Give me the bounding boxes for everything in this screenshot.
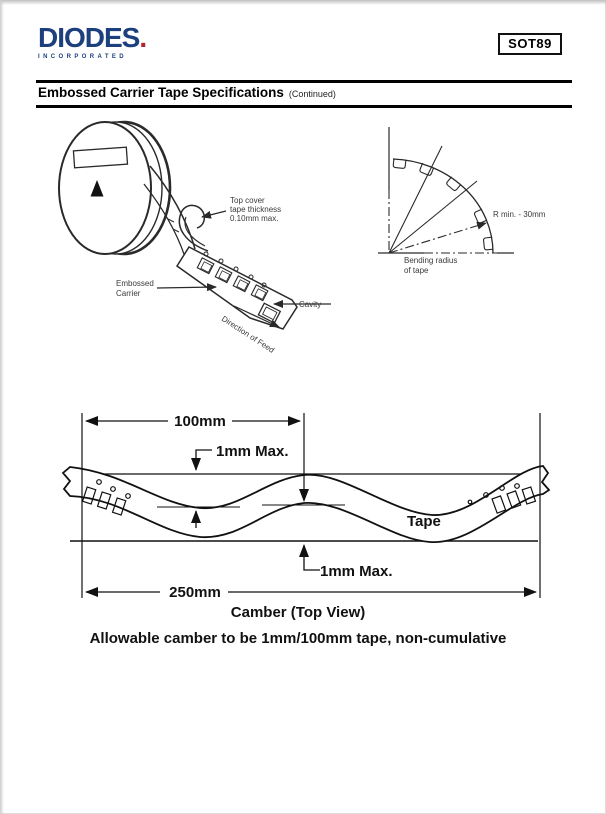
diodes-logo-dot: . (139, 22, 148, 53)
camber-note: Allowable camber to be 1mm/100mm tape, n… (90, 630, 507, 647)
max-bottom-leader (299, 544, 320, 571)
section-title-text: Embossed Carrier Tape Specifications (38, 85, 284, 100)
dim-100-label: 100mm (174, 413, 226, 430)
camber-tape-band (61, 465, 551, 543)
top-cover-label-3: 0.10mm max. (230, 214, 278, 223)
tape-label: Tape (407, 513, 441, 530)
camber-caption: Camber (Top View) (231, 604, 365, 621)
direction-arrow (233, 305, 280, 328)
section-title-continued: (Continued) (288, 89, 336, 99)
tape-tick-2 (172, 228, 180, 233)
camber-pockets-right (467, 483, 537, 514)
radius-arrow (388, 221, 487, 254)
top-cover-label-2: tape thickness (230, 205, 281, 214)
embossed-label-2: Carrier (116, 289, 141, 298)
diodes-logo-text: DIODES (38, 22, 140, 53)
embossed-label-1: Embossed (116, 279, 154, 288)
bending-radius-figure: R min. - 30mm Bending radius of tape (378, 127, 546, 275)
cavity-tab (257, 302, 282, 324)
cover-curl-outer (178, 204, 209, 252)
reel-front (58, 121, 152, 255)
diodes-logo: DIODES. INCORPORATED (38, 22, 148, 61)
reel-mark-triangle (90, 180, 104, 197)
section-title: Embossed Carrier Tape Specifications (Con… (36, 80, 572, 108)
r-min-label: R min. - 30mm (493, 210, 546, 219)
diodes-logo-subtext: INCORPORATED (38, 54, 128, 60)
radial-line-1 (388, 145, 443, 254)
top-cover-label-1: Top cover (230, 196, 265, 205)
tape-arc (392, 158, 494, 254)
bending-radius-label-1: Bending radius (404, 256, 457, 265)
cavity-label: Cavity (299, 300, 321, 309)
embossed-arrow (156, 283, 217, 292)
camber-figure: 100mm 1mm Max. Tape 1mm Max. 250mm Cambe… (61, 413, 551, 647)
tape-edge-outer (149, 165, 196, 250)
reel-label (72, 146, 129, 169)
strip-pockets (196, 257, 269, 302)
cover-curl-inner (184, 216, 206, 247)
max-top-leader (191, 449, 212, 471)
reel-figure: Top cover tape thickness 0.10mm max. Emb… (58, 120, 331, 355)
package-badge: SOT89 (498, 33, 562, 55)
max-top-label: 1mm Max. (216, 443, 289, 460)
top-cover-arrow (201, 210, 227, 219)
camber-pockets-left (81, 479, 131, 516)
tape-tick-1 (167, 218, 175, 223)
strip-sprocket-holes (203, 251, 267, 288)
dim-250-label: 250mm (169, 584, 221, 601)
max-bottom-label: 1mm Max. (320, 563, 393, 580)
radial-line-2 (388, 180, 478, 254)
tape-edge-inner (143, 183, 186, 258)
bending-radius-label-2: of tape (404, 266, 429, 275)
